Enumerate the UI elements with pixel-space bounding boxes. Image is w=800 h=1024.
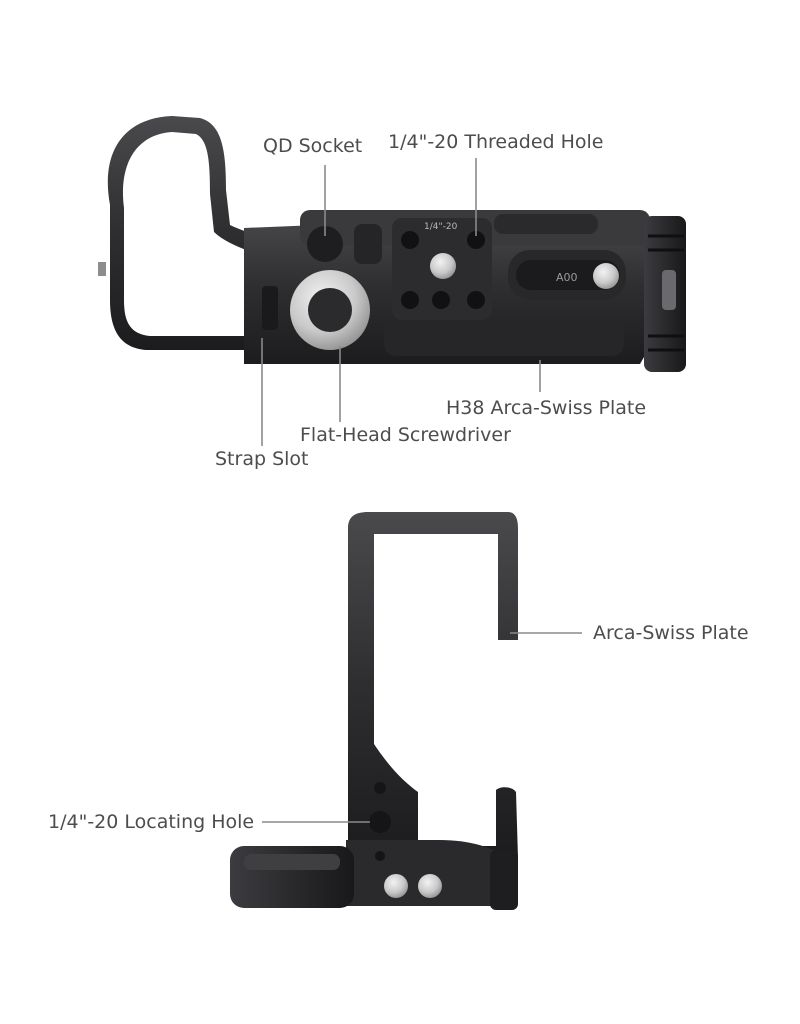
callout-qd-socket: QD Socket <box>263 135 363 157</box>
model-engraving: A00 <box>556 271 578 284</box>
grip-notch <box>98 262 106 276</box>
callout-strap-slot: Strap Slot <box>215 448 309 470</box>
qd-socket-recess <box>307 226 343 262</box>
callout-arca-plate: Arca-Swiss Plate <box>593 622 749 644</box>
pin-hole-upper <box>374 782 386 794</box>
callout-screwdriver: Flat-Head Screwdriver <box>300 424 511 446</box>
clamp-block-highlight <box>244 854 340 870</box>
clamp-slot-inner <box>516 260 620 290</box>
thread-engraving: 1/4"-20 <box>424 222 458 232</box>
mount-holes <box>401 231 485 309</box>
knob-ridges <box>648 234 684 352</box>
pin-hole-lower <box>375 851 385 861</box>
locating-hole <box>369 811 391 833</box>
vertical-frame <box>348 512 518 858</box>
hex-screw-left <box>384 874 408 898</box>
strap-slot-opening <box>262 286 278 330</box>
clamp-screw <box>593 263 619 289</box>
center-screw <box>430 253 456 279</box>
callout-locating-hole: 1/4"-20 Locating Hole <box>48 811 255 833</box>
right-foot <box>490 850 518 910</box>
qd-socket-slot <box>354 224 382 264</box>
grip-loop-cutout <box>122 132 246 336</box>
side-view-bracket <box>230 512 518 910</box>
leader-lines <box>261 158 582 823</box>
callout-arca-h38: H38 Arca-Swiss Plate <box>446 397 647 419</box>
callout-threaded-hole: 1/4"-20 Threaded Hole <box>388 131 604 153</box>
knob-window <box>662 270 676 310</box>
hex-screw-right <box>418 874 442 898</box>
upper-rail-slot <box>494 214 598 234</box>
lower-channel <box>384 322 624 356</box>
top-view-bracket <box>98 116 686 372</box>
screwdriver-hole <box>308 288 352 332</box>
